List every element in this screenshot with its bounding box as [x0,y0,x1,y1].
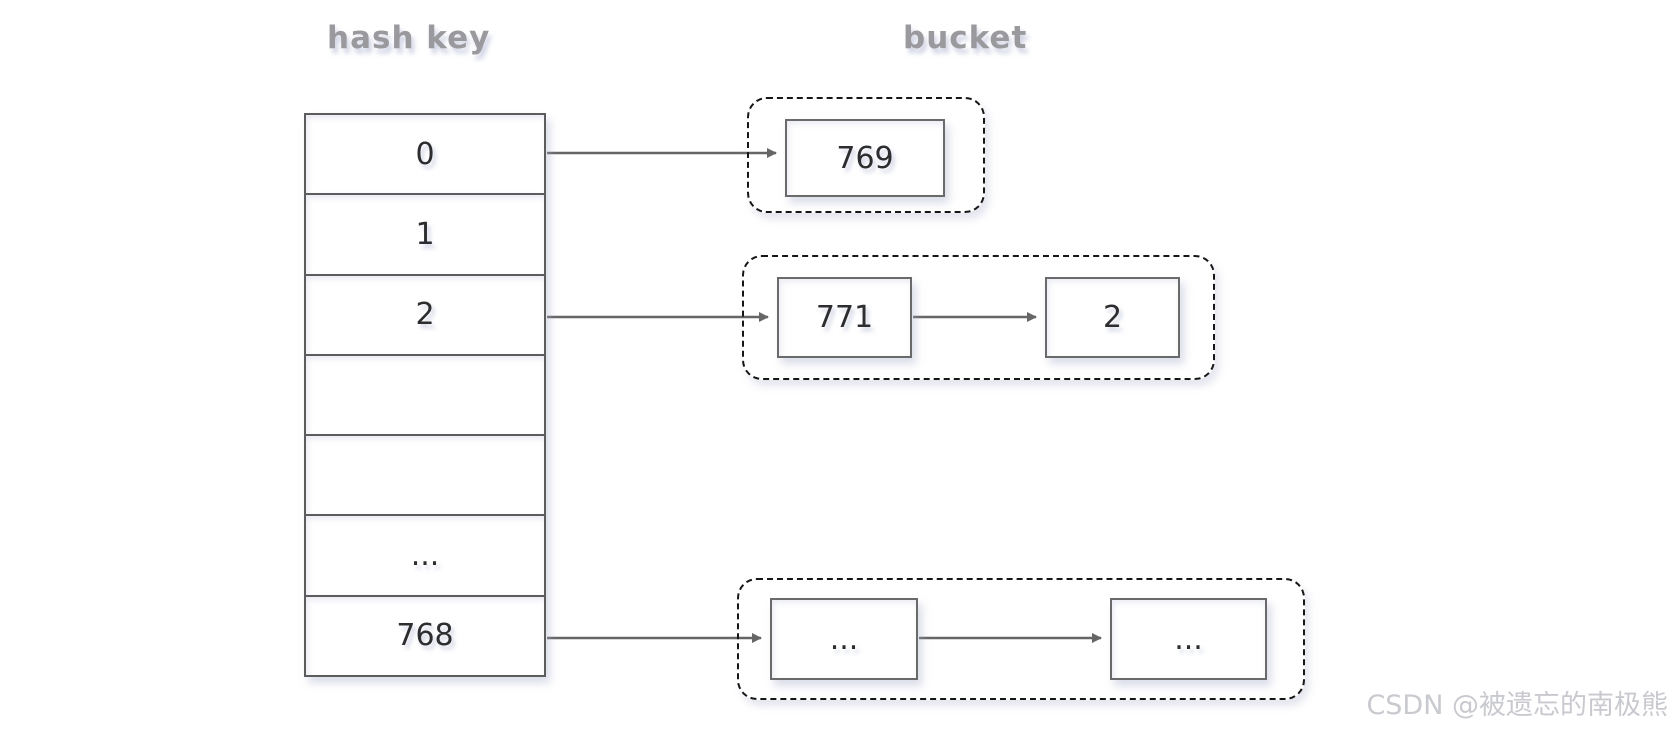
csdn-watermark: CSDN @被遗忘的南极熊 [1366,690,1668,721]
bucket-column-title: bucket [903,20,1028,56]
bucket-node-769: 769 [785,119,945,197]
bucket-node-2: 2 [1045,277,1180,358]
bucket-node-ellipsis-1: ... [770,598,918,680]
hash-cell-1: 1 [306,195,544,276]
hash-cell-2: 2 [306,276,544,356]
hash-key-column-title: hash key [327,20,491,56]
hash-key-array: 0 1 2 ... 768 [304,113,546,677]
hash-cell-5-ellipsis: ... [306,516,544,597]
bucket-node-771: 771 [777,277,912,358]
hash-cell-3-empty [306,356,544,437]
hash-cell-6-768: 768 [306,597,544,675]
hash-cell-0: 0 [306,115,544,196]
bucket-group-for-cell-2 [742,255,1215,380]
hash-cell-4-empty [306,436,544,517]
bucket-group-for-cell-768 [737,578,1305,700]
bucket-node-ellipsis-2: ... [1110,598,1267,680]
bucket-group-for-cell-0 [747,97,985,213]
